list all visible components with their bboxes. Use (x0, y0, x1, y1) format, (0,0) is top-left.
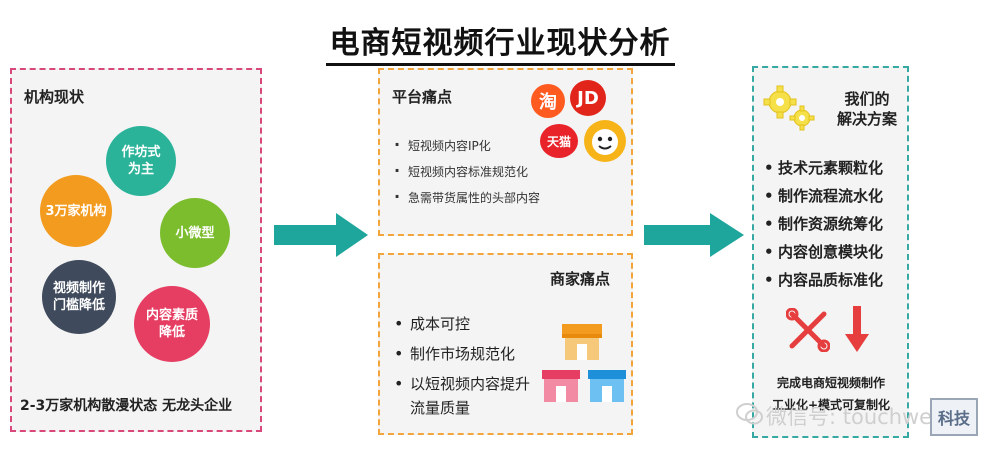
wechat-icon (736, 403, 763, 425)
solution-title-line1: 我们的 (844, 90, 890, 108)
list-item: 制作资源统筹化 (764, 210, 904, 238)
list-item: 内容品质标准化 (764, 266, 904, 294)
store-blue-icon (588, 370, 626, 402)
circle-threshold-lowered: 视频制作 门槛降低 (42, 260, 116, 334)
watermark-stamp: 科技 (930, 398, 978, 436)
circle-small-micro: 小微型 (160, 198, 230, 268)
solution-footer-line2: 工业化+模式可复制化 (771, 398, 891, 412)
jd-logo: JD (570, 80, 606, 116)
page-title: 电商短视频行业现状分析 (0, 18, 1000, 66)
store-pink-icon (542, 370, 580, 402)
list-item: 内容创意模块化 (764, 238, 904, 266)
gears-icon (763, 85, 815, 131)
institution-status-title: 机构现状 (24, 88, 85, 106)
platform-pain-list: 短视频内容IP化 短视频内容标准规范化 急需带货属性的头部内容 (392, 135, 622, 215)
platform-pain-title: 平台痛点 (392, 88, 453, 106)
list-item: 成本可控 (392, 312, 532, 336)
store-icon (562, 324, 602, 360)
merchant-pain-list: 成本可控 制作市场规范化 以短视频内容提升流量质量 (392, 312, 532, 426)
arrow-right-icon (274, 213, 368, 257)
circle-workshop: 作坊式 为主 (106, 126, 176, 196)
list-item: 短视频内容标准规范化 (392, 161, 622, 180)
solution-title: 我们的 解决方案 (832, 89, 902, 129)
list-item: 制作流程流水化 (764, 182, 904, 210)
circle-30k-institutions: 3万家机构 (40, 175, 112, 247)
tools-icon (786, 308, 830, 352)
merchant-pain-title: 商家痛点 (550, 270, 611, 288)
list-item: 技术元素颗粒化 (764, 154, 904, 182)
taobao-logo: 淘 (531, 84, 565, 118)
solution-footer-line1: 完成电商短视频制作 (776, 376, 885, 390)
list-item: 以短视频内容提升流量质量 (392, 372, 532, 420)
arrow-right-icon (644, 213, 744, 257)
watermark-text: 微信号: touchweb (766, 405, 946, 429)
page-title-text: 电商短视频行业现状分析 (325, 26, 675, 66)
institution-status-footer: 2-3万家机构散漫状态 无龙头企业 (20, 398, 233, 414)
arrow-down-icon (845, 306, 869, 352)
solution-list: 技术元素颗粒化 制作流程流水化 制作资源统筹化 内容创意模块化 内容品质标准化 (764, 154, 904, 294)
circle-quality-lowered: 内容素质 降低 (134, 286, 210, 362)
solution-title-line2: 解决方案 (836, 110, 897, 128)
list-item: 制作市场规范化 (392, 342, 532, 366)
list-item: 短视频内容IP化 (392, 135, 622, 154)
solution-footer: 完成电商短视频制作 工业化+模式可复制化 (756, 372, 906, 416)
list-item: 急需带货属性的头部内容 (392, 187, 622, 206)
